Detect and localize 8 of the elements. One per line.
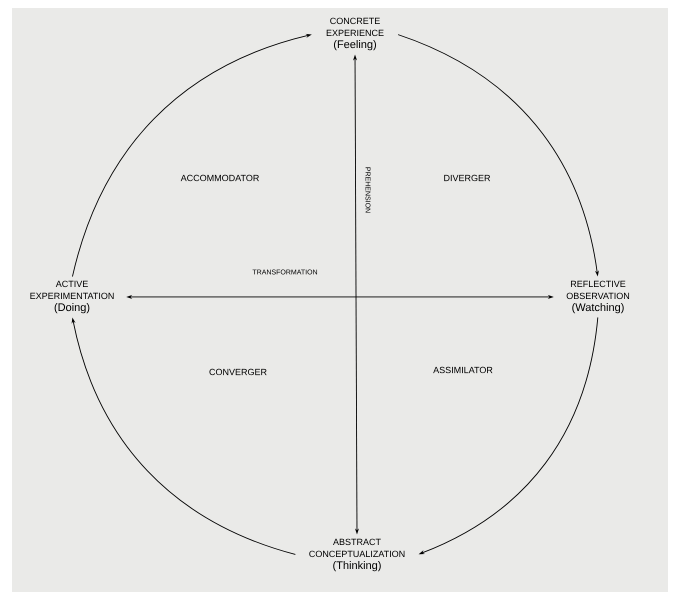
stage-label: REFLECTIVE OBSERVATION (Watching) (566, 280, 630, 314)
quadrant-label: DIVERGER (444, 174, 490, 182)
quadrant-label: ASSIMILATOR (433, 366, 492, 374)
stage-label: CONCRETE EXPERIENCE (Feeling) (326, 18, 384, 50)
quadrant-label: CONVERGER (209, 368, 267, 376)
stage-label: ACTIVE EXPERIMENTATION (Doing) (30, 280, 114, 314)
stage-label: ABSTRACT CONCEPTUALIZATION (Thinking) (309, 538, 404, 572)
quadrant-label: ACCOMMODATOR (180, 174, 259, 182)
